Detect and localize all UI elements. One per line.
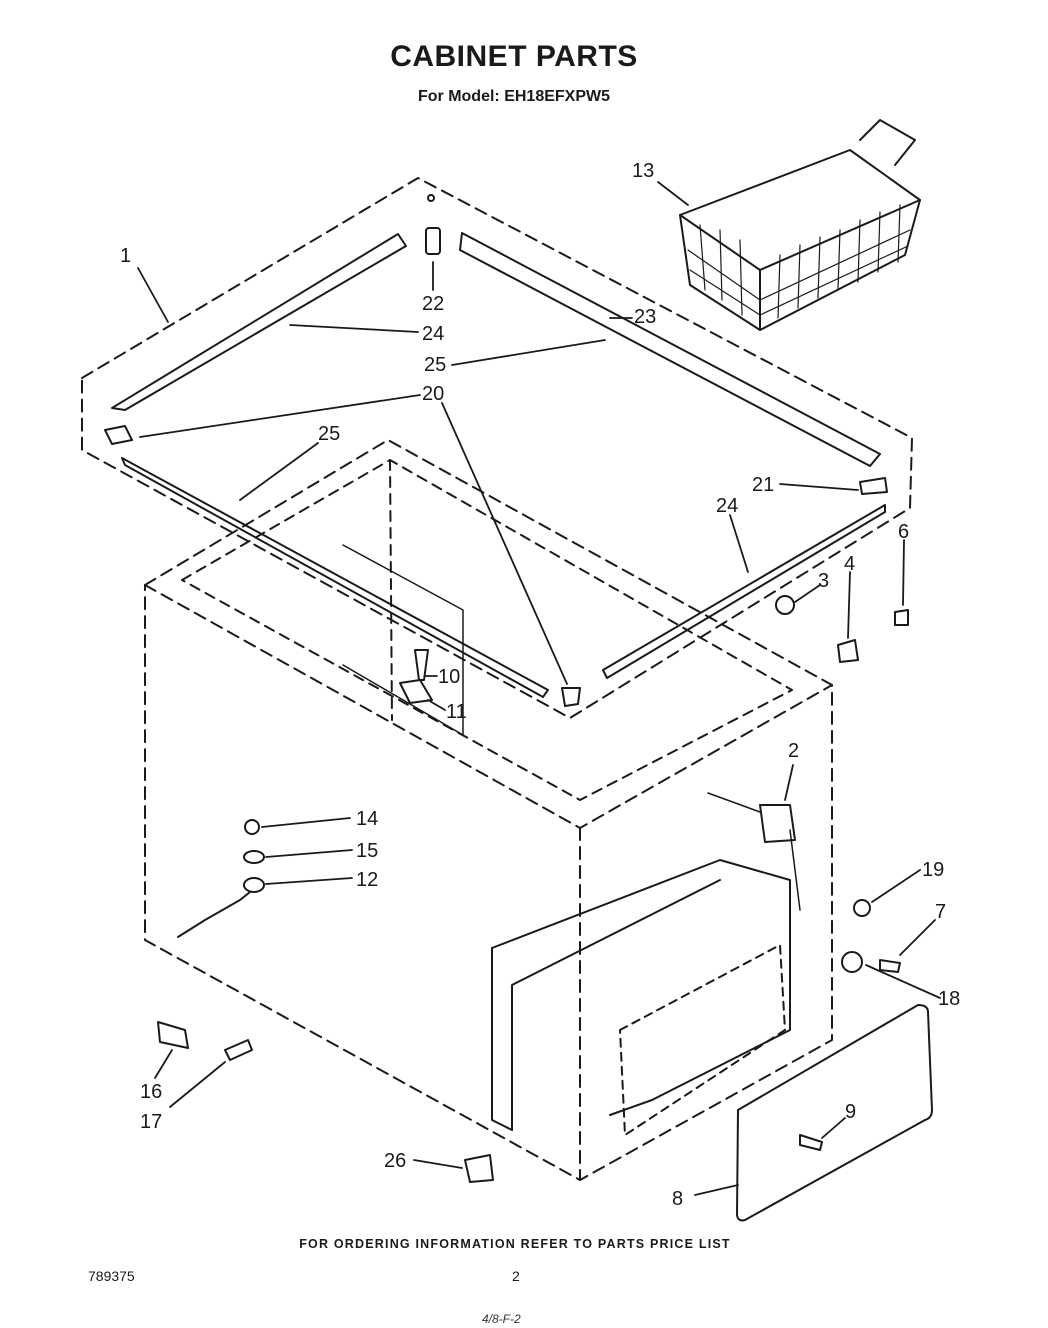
leader-4 [847, 571, 851, 639]
callout-3: 3 [818, 570, 829, 592]
leader-20-left [139, 394, 421, 438]
callout-9: 9 [845, 1101, 856, 1123]
leader-2 [784, 764, 794, 801]
callout-10: 10 [438, 666, 460, 688]
machine-compartment [491, 859, 791, 1116]
callout-19: 19 [922, 859, 944, 881]
cabinet-inner-liner [181, 459, 793, 801]
leader-15 [265, 849, 353, 858]
cabinet-top-front-edge [144, 584, 833, 829]
callout-16: 16 [140, 1081, 162, 1103]
leader-24-left [289, 324, 419, 333]
part-22-cap [427, 194, 435, 202]
leader-17 [169, 1061, 226, 1108]
part-13-basket [679, 119, 921, 331]
leader-25-left [239, 442, 319, 501]
rail-25-front [121, 457, 549, 698]
callout-26: 26 [384, 1150, 406, 1172]
callout-25-top: 25 [424, 354, 446, 376]
leader-12 [265, 877, 353, 885]
part-16-bracket [157, 1021, 189, 1049]
part-9-screw [799, 1134, 823, 1151]
part-22-spring [425, 227, 441, 255]
callout-13: 13 [632, 160, 654, 182]
rail-24-left [111, 233, 407, 411]
machine-compartment-front [491, 879, 721, 1131]
leader-13 [657, 181, 689, 206]
handwritten-mark: 4/8-F-2 [482, 1312, 521, 1326]
part-4-bracket [837, 639, 859, 663]
part-21-hinge-right [859, 477, 888, 495]
callout-6: 6 [898, 521, 909, 543]
leader-20-front [441, 402, 568, 685]
part-17-bolt [224, 1039, 253, 1061]
callout-4: 4 [844, 553, 855, 575]
part-20-hinge-left [104, 425, 133, 445]
leader-1 [137, 267, 169, 323]
callout-25-left: 25 [318, 423, 340, 445]
callout-8: 8 [672, 1188, 683, 1210]
part-18-knob-base [841, 951, 863, 973]
leader-lines [137, 181, 941, 1196]
callout-15: 15 [356, 840, 378, 862]
part-2-thermostat [759, 804, 796, 843]
part-12-drain-tube [177, 891, 251, 938]
document-number: 789375 [88, 1268, 135, 1284]
part-7-screw [879, 959, 901, 973]
callout-11: 11 [446, 701, 467, 723]
leader-7 [899, 919, 936, 956]
callout-labels: 1 2 3 4 6 7 8 9 10 11 12 13 14 15 16 17 … [120, 160, 960, 1210]
page-title: CABINET PARTS [390, 40, 638, 73]
machine-compartment-inner [619, 944, 786, 1136]
part-19-knob [853, 899, 871, 917]
leader-21 [779, 483, 859, 491]
callout-24-right: 24 [716, 495, 738, 517]
callout-17: 17 [140, 1111, 162, 1133]
callout-12: 12 [356, 869, 378, 891]
rail-23-right [459, 232, 881, 467]
leader-6 [902, 539, 905, 606]
part-15-washer [243, 850, 265, 864]
part-14-cap [244, 819, 260, 835]
callout-7: 7 [935, 901, 946, 923]
leader-26 [413, 1159, 463, 1169]
part-6-screw [894, 609, 909, 626]
callout-20: 20 [422, 383, 444, 405]
page-number: 2 [512, 1268, 520, 1284]
part-8-access-panel [736, 1004, 933, 1222]
part-12-drain-ring [243, 877, 265, 893]
leader-19 [871, 869, 921, 903]
model-subtitle: For Model: EH18EFXPW5 [417, 88, 611, 105]
part-2-capillary [707, 792, 801, 911]
ordering-info-note: FOR ORDERING INFORMATION REFER TO PARTS … [299, 1237, 731, 1251]
lid-outline [81, 177, 913, 719]
leader-11 [427, 699, 446, 711]
leader-9 [821, 1117, 846, 1139]
callout-14: 14 [356, 808, 378, 830]
part-11-strike [399, 679, 433, 704]
callout-22: 22 [422, 293, 444, 315]
cabinet-inner-back-edge [389, 459, 393, 721]
leader-3 [794, 584, 821, 603]
cabinet-outline [144, 439, 833, 1181]
leader-18 [865, 964, 941, 999]
callout-2: 2 [788, 740, 799, 762]
leader-14 [261, 817, 351, 828]
part-3-bushing [775, 595, 795, 615]
callout-23: 23 [634, 306, 656, 328]
leader-16 [154, 1049, 173, 1079]
callout-21: 21 [752, 474, 774, 496]
part-26-leveler [464, 1154, 494, 1183]
callout-24-left: 24 [422, 323, 444, 345]
callout-18: 18 [938, 988, 960, 1010]
part-10-screw [414, 649, 429, 681]
leader-8 [694, 1184, 739, 1196]
rail-24-right [602, 504, 886, 679]
callout-1: 1 [120, 245, 131, 267]
leader-25-top [451, 339, 606, 366]
part-20-hinge-front [561, 687, 581, 707]
leader-24-right [729, 514, 749, 573]
back-panel [342, 544, 464, 736]
